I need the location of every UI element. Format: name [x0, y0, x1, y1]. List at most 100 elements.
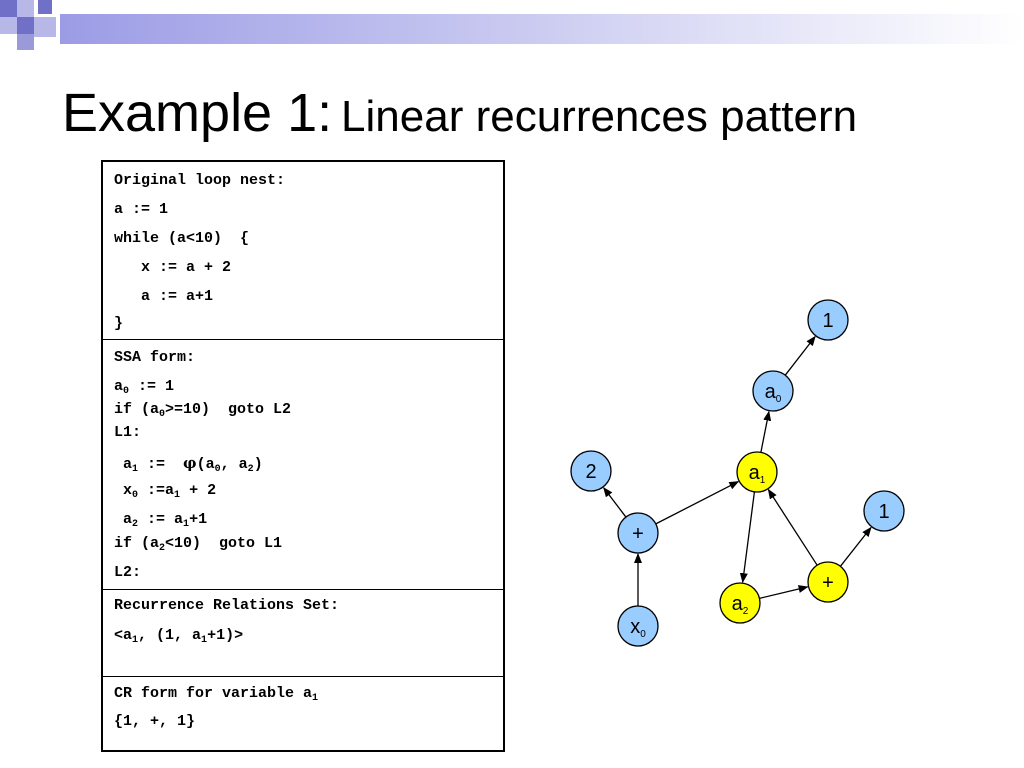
code-text: >=10) goto L2	[165, 401, 292, 418]
code-subscript: 0	[159, 409, 166, 420]
node-plus_right: +	[807, 561, 849, 603]
node-label: +	[822, 572, 834, 594]
ssa-form-section: SSA form: a0 := 1 if (a0>=10) goto L2 L1…	[103, 339, 503, 590]
code-text: <10) goto L1	[165, 535, 283, 552]
original-loop-section: Original loop nest: a := 1 while (a<10) …	[103, 162, 503, 339]
node-circle	[752, 370, 794, 412]
node-circle	[807, 299, 849, 341]
cr-header: CR form for variable a1	[114, 685, 319, 704]
code-subscript: 2	[247, 464, 254, 475]
code-line: L2:	[114, 564, 142, 581]
code-line: if (a0>=10) goto L2	[114, 401, 292, 420]
code-subscript: 2	[132, 519, 139, 530]
original-loop-header: Original loop nest:	[114, 172, 286, 189]
edge-plus_right-to-a1	[767, 488, 818, 566]
code-line: a := 1	[114, 201, 169, 218]
decor-square	[17, 17, 34, 34]
edge-a1-to-a0	[760, 410, 772, 453]
cr-form-section: CR form for variable a1 {1, +, 1}	[103, 676, 503, 751]
header-gradient-band	[60, 14, 1024, 44]
slide-title: Example 1: Linear recurrences pattern	[62, 82, 857, 144]
node-label-subscript: 2	[743, 606, 749, 617]
code-subscript: 1	[312, 693, 319, 704]
code-subscript: 1	[201, 635, 208, 646]
decor-square	[34, 17, 56, 37]
code-text: CR form for variable a	[114, 685, 313, 702]
code-text: , a	[220, 456, 248, 473]
code-text: if (a	[114, 401, 160, 418]
node-one_right: 1	[863, 490, 905, 532]
code-text: a	[114, 456, 133, 473]
header-decoration	[0, 0, 1024, 50]
code-subscript: 0	[214, 464, 221, 475]
code-text: :=a	[138, 482, 175, 499]
edge-a0-to-one_top	[784, 335, 816, 376]
node-label-subscript: 0	[640, 629, 646, 640]
code-text: a	[114, 378, 124, 395]
recurrence-header: Recurrence Relations Set:	[114, 597, 340, 614]
code-subscript: 0	[123, 386, 130, 397]
code-text: (a	[196, 456, 215, 473]
decor-square	[0, 17, 17, 34]
code-text: +1	[189, 511, 208, 528]
code-text: a	[114, 511, 133, 528]
code-text: :=	[138, 456, 184, 473]
node-label-subscript: 1	[760, 475, 766, 486]
code-line: L1:	[114, 424, 142, 441]
code-text: := a	[138, 511, 184, 528]
code-line: }	[114, 315, 124, 332]
code-line: while (a<10) {	[114, 230, 250, 247]
code-text: x	[114, 482, 133, 499]
node-a2: a2	[719, 582, 761, 624]
code-line: a0 := 1	[114, 378, 175, 397]
node-x0: x0	[617, 605, 659, 647]
code-text: )	[253, 456, 263, 473]
code-text: := 1	[129, 378, 175, 395]
code-subscript: 0	[132, 490, 139, 501]
edge-plus_left-to-two	[603, 486, 627, 518]
ssa-header: SSA form:	[114, 349, 196, 366]
code-line: if (a2<10) goto L1	[114, 535, 283, 554]
node-circle	[617, 512, 659, 554]
edge-a2-to-plus_right	[759, 585, 809, 599]
node-label: 2	[585, 461, 596, 483]
code-line: <a1, (1, a1+1)>	[114, 627, 244, 646]
edge-plus_right-to-one_right	[839, 526, 872, 567]
node-label: +	[632, 523, 644, 545]
node-one_top: 1	[807, 299, 849, 341]
code-text: if (a	[114, 535, 160, 552]
decor-square	[17, 34, 34, 50]
node-circle	[719, 582, 761, 624]
code-subscript: 1	[132, 635, 139, 646]
code-line: a := a+1	[114, 288, 214, 305]
node-plus_left: +	[617, 512, 659, 554]
node-circle	[570, 450, 612, 492]
node-a0: a0	[752, 370, 794, 412]
code-line: x0 :=a1 + 2	[114, 482, 217, 501]
code-text: + 2	[180, 482, 217, 499]
recurrence-relations-section: Recurrence Relations Set: <a1, (1, a1+1)…	[103, 589, 503, 677]
node-label: 1	[822, 310, 833, 332]
edge-a1-to-a2	[739, 491, 756, 584]
code-line: a1 := φ(a0, a2)	[114, 454, 263, 475]
node-circle	[736, 451, 778, 493]
node-label: 1	[878, 501, 889, 523]
code-line: {1, +, 1}	[114, 713, 196, 730]
code-subscript: 2	[159, 543, 166, 554]
decor-square	[17, 0, 34, 17]
phi-symbol: φ	[183, 454, 197, 472]
title-subtitle: Linear recurrences pattern	[341, 92, 858, 141]
code-text: +1)>	[207, 627, 244, 644]
node-label-subscript: 0	[776, 394, 782, 405]
code-text: <a	[114, 627, 133, 644]
code-text: , (1, a	[138, 627, 202, 644]
node-two: 2	[570, 450, 612, 492]
node-circle	[617, 605, 659, 647]
code-table: Original loop nest: a := 1 while (a<10) …	[101, 160, 505, 752]
decor-square	[0, 0, 17, 17]
code-subscript: 1	[183, 519, 190, 530]
decor-square	[38, 0, 52, 14]
code-subscript: 1	[174, 490, 181, 501]
code-line: x := a + 2	[114, 259, 232, 276]
